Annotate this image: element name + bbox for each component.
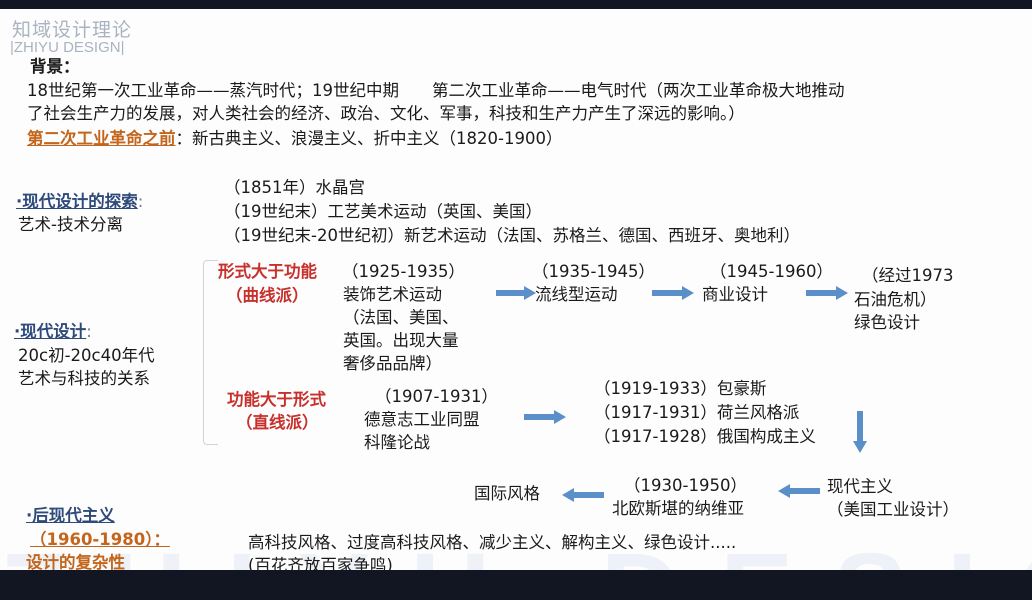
exploration-subtitle: 艺术-技术分离 [18, 215, 123, 234]
arrow-right-icon [652, 286, 694, 300]
arrow-left-icon [778, 484, 820, 498]
arrow-right-icon [806, 286, 848, 300]
werkbund-name: 德意志工业同盟 [364, 410, 480, 429]
top-letterbox [0, 0, 1032, 9]
arrow-left-icon [562, 488, 604, 502]
artdeco-note: 奢侈品品牌） [343, 354, 442, 373]
artdeco-note: 英国。出现大量 [343, 331, 459, 350]
werkbund-period: （1907-1931） [375, 387, 498, 406]
modern-period: 20c初-20c40年代 [18, 346, 155, 365]
postmodern-subtitle: 设计的复杂性 [26, 553, 125, 570]
background-line-2: 了社会生产力的发展，对人类社会的经济、政治、文化、军事，科技和生产力产生了深远的… [27, 104, 745, 123]
nordic-period: （1930-1950） [624, 476, 747, 495]
arrow-right-icon [524, 410, 566, 424]
branch-bracket [203, 260, 218, 445]
arrow-right-icon [496, 286, 536, 300]
exploration-item: （19世纪末）工艺美术运动（英国、美国） [224, 202, 542, 221]
movement-item: （1917-1928）俄国构成主义 [594, 427, 816, 446]
artdeco-period: （1925-1935） [342, 262, 465, 281]
slide: ZHIYU DESIGN 知域设计理论 |ZHIYU DESIGN| 背景： 1… [0, 9, 1032, 570]
artdeco-note: （法国、美国、 [343, 308, 459, 327]
werkbund-note: 科隆论战 [364, 433, 430, 452]
bottom-letterbox [0, 570, 1032, 600]
curve-label: 形式大于功能 [218, 262, 317, 281]
exploration-title: ·现代设计的探索 [16, 192, 138, 211]
international-style: 国际风格 [474, 484, 540, 503]
curve-sublabel: （曲线派） [226, 286, 309, 305]
brand-name-cn: 知域设计理论 [12, 19, 133, 41]
watermark: ZHIYU DESIGN [0, 529, 1032, 570]
artdeco-name: 装饰艺术运动 [343, 285, 442, 304]
commercial-name: 商业设计 [702, 285, 768, 304]
exploration-item: （1851年）水晶宫 [224, 178, 365, 197]
modernism-note: （美国工业设计） [827, 500, 959, 519]
straight-label: 功能大于形式 [227, 390, 326, 409]
postmodern-note: (百花齐放百家争鸣) [248, 556, 393, 570]
modern-subtitle: 艺术与科技的关系 [18, 369, 150, 388]
brand-name-en: |ZHIYU DESIGN| [10, 39, 125, 56]
arrow-down-icon [853, 411, 867, 453]
pre-revolution-text: ：新古典主义、浪漫主义、折中主义（1820-1900） [175, 129, 563, 148]
pre-revolution-row: 第二次工业革命之前：新古典主义、浪漫主义、折中主义（1820-1900） [27, 128, 562, 150]
modern-title-row: ·现代设计: [14, 322, 92, 341]
straight-sublabel: （直线派） [236, 413, 319, 432]
exploration-item: （19世纪末-20世纪初）新艺术运动（法国、苏格兰、德国、西班牙、奥地利） [224, 226, 800, 245]
green-period: （经过1973 [862, 266, 954, 285]
background-line-1: 18世纪第一次工业革命——蒸汽时代；19世纪中期 第二次工业革命——电气时代（两… [27, 81, 845, 100]
green-name: 绿色设计 [854, 313, 920, 332]
green-note: 石油危机） [854, 290, 937, 309]
pre-revolution-label: 第二次工业革命之前 [27, 129, 176, 148]
exploration-title-row: ·现代设计的探索: [16, 192, 144, 211]
nordic-name: 北欧斯堪的纳维亚 [612, 499, 744, 518]
postmodern-styles: 高科技风格、过度高科技风格、减少主义、解构主义、绿色设计..... [248, 533, 737, 552]
movement-item: （1917-1931）荷兰风格派 [594, 403, 800, 422]
background-heading: 背景： [30, 57, 80, 76]
movement-item: （1919-1933）包豪斯 [594, 379, 767, 398]
postmodern-period: （1960-1980）： [30, 530, 170, 549]
modernism-name: 现代主义 [827, 477, 893, 496]
commercial-period: （1945-1960） [710, 262, 833, 281]
modern-title: ·现代设计 [14, 322, 87, 341]
streamline-name: 流线型运动 [535, 285, 618, 304]
postmodern-title: ·后现代主义 [26, 506, 115, 525]
streamline-period: （1935-1945） [532, 262, 655, 281]
